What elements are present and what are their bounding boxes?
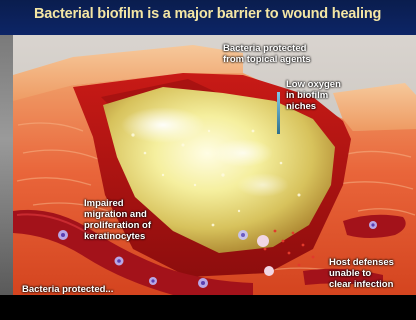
slide-title: Bacterial biofilm is a major barrier to … xyxy=(34,6,381,22)
label-impaired-migration: Impaired migration and proliferation of … xyxy=(84,198,151,242)
label-text: Host defenses unable to clear infection xyxy=(329,257,394,290)
bottom-black-bar xyxy=(0,295,416,320)
label-bacteria-protected-bottom: Bacteria protected... xyxy=(22,284,113,295)
oxygen-pointer xyxy=(277,92,280,134)
biofilm-highlight xyxy=(213,139,273,167)
label-low-oxygen: Low oxygen in biofilm niches xyxy=(286,79,341,112)
label-text: Low oxygen in biofilm niches xyxy=(286,79,341,112)
label-text: Bacteria protected... xyxy=(22,284,113,295)
biofilm-highlight xyxy=(121,107,205,143)
label-host-defenses: Host defenses unable to clear infection xyxy=(329,257,394,290)
title-bar: Bacterial biofilm is a major barrier to … xyxy=(0,0,416,35)
label-text: Bacteria protected from topical agents xyxy=(223,43,311,65)
label-text: Impaired migration and proliferation of … xyxy=(84,198,151,242)
label-bacteria-protected-topical: Bacteria protected from topical agents xyxy=(223,43,311,65)
biofilm-highlight xyxy=(237,173,289,197)
wound-biofilm-illustration xyxy=(13,35,416,295)
left-edge-image-strip xyxy=(0,35,13,295)
